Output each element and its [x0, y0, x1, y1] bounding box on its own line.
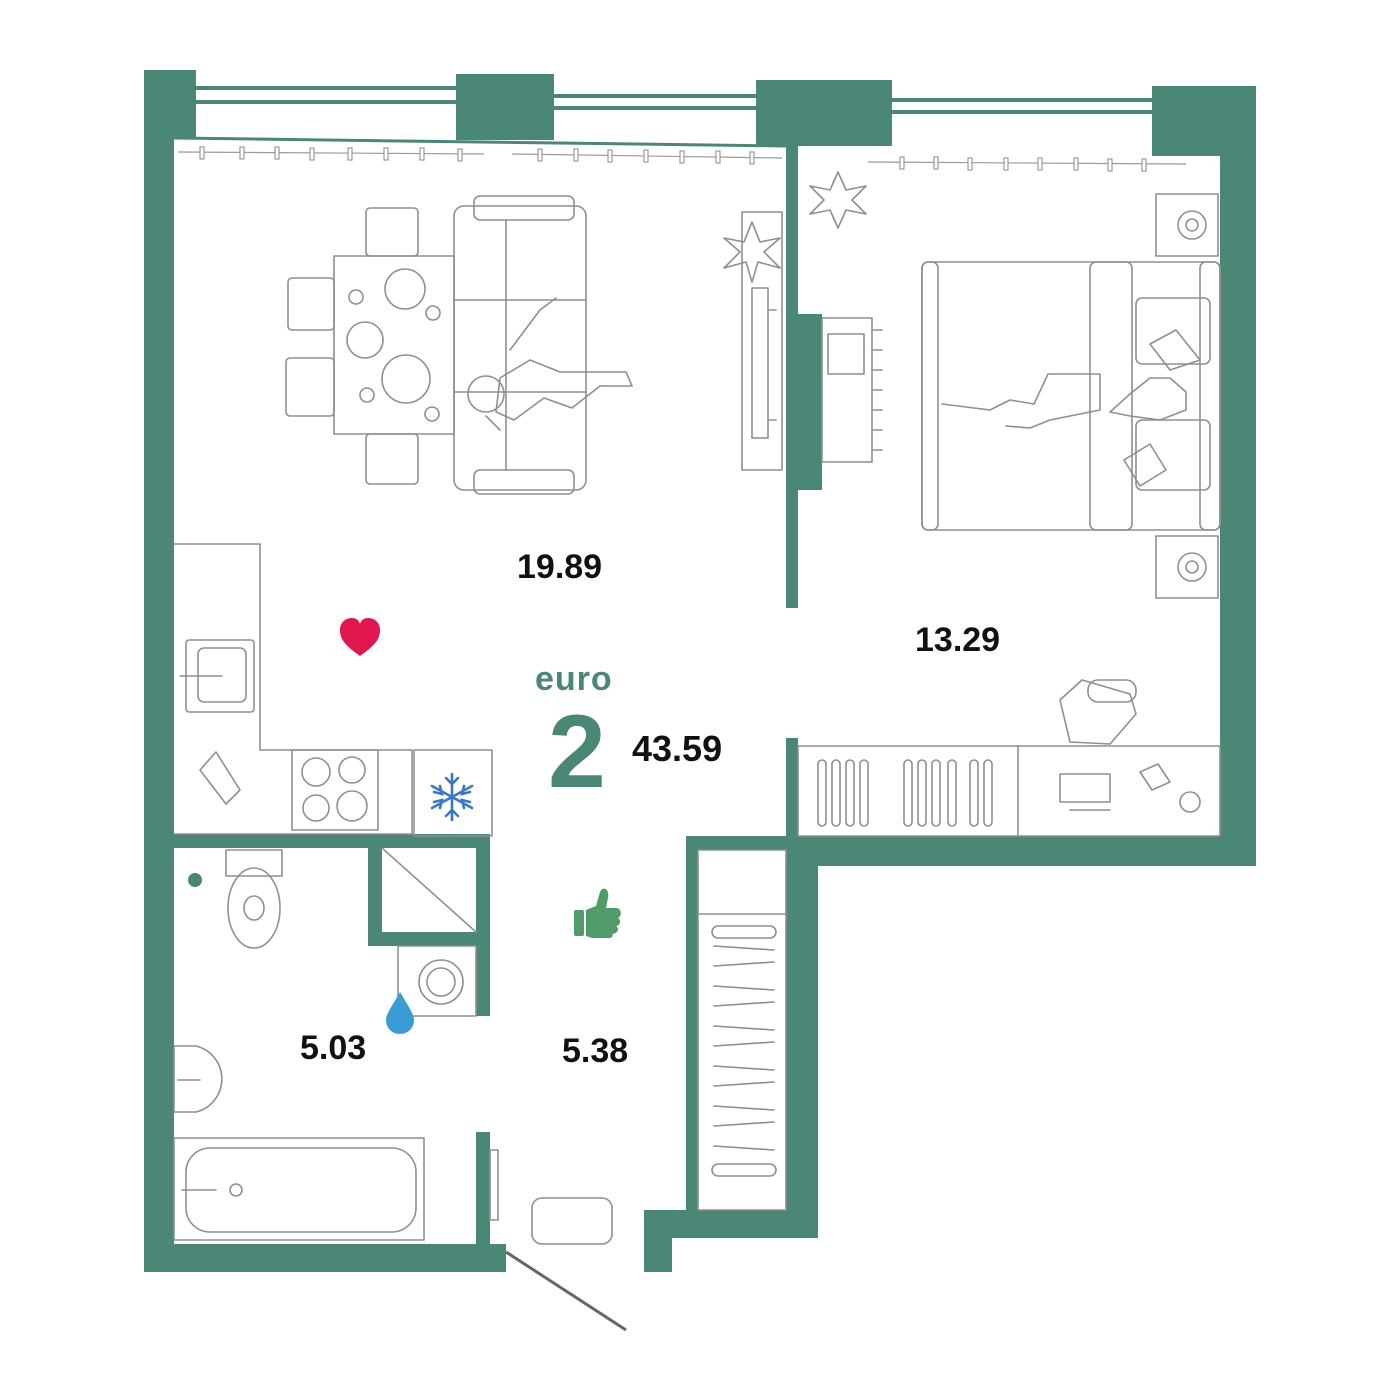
plant-living: [723, 221, 781, 283]
walls: [144, 70, 1256, 1272]
room-area-bedroom: 13.29: [915, 621, 1001, 659]
bathroom-marker-dot: [188, 873, 202, 887]
bookshelf: [821, 317, 883, 463]
bathtub: [173, 1137, 425, 1241]
dining-table: [285, 207, 455, 485]
rooms-count: 2: [548, 694, 606, 810]
room-area-hallway: 5.38: [562, 1032, 629, 1070]
desk-chair: [1059, 679, 1137, 745]
shoe-rack: [489, 1149, 499, 1221]
washing-machine: [397, 945, 477, 1017]
bed: [921, 261, 1221, 531]
sofa: [453, 195, 587, 495]
snowflake-icon: [430, 772, 474, 822]
plant-bedroom: [809, 171, 867, 229]
person-on-sofa: [467, 297, 633, 431]
utility-closet: [381, 847, 477, 933]
curtain-rails: [177, 146, 1187, 172]
room-area-bathroom: 5.03: [300, 1029, 367, 1067]
people-in-bed: [941, 373, 1187, 429]
layout-type-label: euro: [535, 660, 613, 698]
thumbs-up-icon: [574, 888, 621, 938]
room-area-living-kitchen: 19.89: [517, 548, 603, 586]
sink: [173, 1045, 223, 1113]
kitchen-counter: [173, 543, 493, 837]
total-area: 43.59: [632, 728, 723, 769]
entrance-door: [505, 1250, 627, 1332]
hallway-wardrobe: [697, 849, 787, 1211]
doormat: [531, 1197, 613, 1245]
nightstands: [1155, 193, 1219, 599]
windows: [173, 86, 1152, 148]
heart-icon: [340, 618, 380, 656]
wardrobe-desk: [797, 745, 1221, 837]
water-drop-icon: [386, 992, 414, 1034]
toilet: [225, 849, 283, 949]
tv-unit: [741, 211, 783, 471]
